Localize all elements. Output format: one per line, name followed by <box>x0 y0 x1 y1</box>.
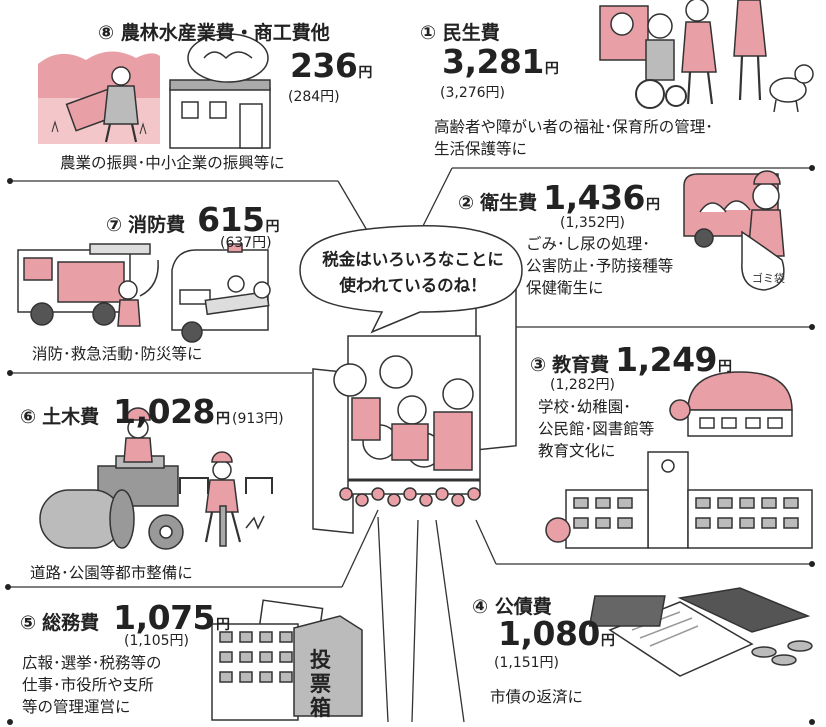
garbage-bag-label: ゴミ袋 <box>752 271 785 285</box>
item-2-amount: 1,436 <box>543 178 645 217</box>
item-1-unit: 円 <box>544 61 559 77</box>
item-7-amount: 615 <box>197 200 265 239</box>
item-4-description: 市債の返済に <box>490 688 584 706</box>
item-3-number: ③ <box>530 354 547 376</box>
money-illustration <box>588 587 813 677</box>
item-7-unit: 円 <box>265 219 280 235</box>
item-1-previous: (3,276円) <box>440 85 506 101</box>
item-1-name: 民生費 <box>442 22 500 44</box>
item-1-amount: 3,281 <box>442 42 544 81</box>
item-7-previous: (637円) <box>220 235 272 251</box>
item-7-description: 消防･救急活動･防災等に <box>32 345 203 363</box>
item-8-name: 農林水産業費・商工費他 <box>120 22 330 44</box>
school-illustration <box>545 451 813 549</box>
item-2-previous: (1,352円) <box>560 215 626 231</box>
item-3-header: ③ 教育費 1,249円 <box>530 340 732 379</box>
store-illustration <box>169 33 271 149</box>
ambulance-illustration <box>171 243 271 343</box>
item-4-amount: 1,080 <box>498 614 600 653</box>
item-5-amount: 1,075 <box>113 598 215 637</box>
item-1-description: 高齢者や障がい者の福祉･保育所の管理･ 生活保護等に <box>434 118 714 158</box>
item-6-number: ⑥ <box>20 406 37 428</box>
item-1-amount-row: 3,281円 <box>442 42 559 81</box>
item-6-header: ⑥ 土木費 1,028円 (913円) <box>20 392 284 431</box>
item-6-description: 道路･公園等都市整備に <box>30 564 193 582</box>
garbage-truck-illustration <box>683 170 785 291</box>
item-5-name: 総務費 <box>42 612 100 634</box>
item-8-title: ⑧ 農林水産業費・商工費他 <box>98 18 330 45</box>
fire-truck-illustration <box>17 243 159 327</box>
ballot-box-label: 投 票 箱 <box>310 648 331 720</box>
item-2-description: ごみ･し尿の処理･ 公害防止･予防接種等 保健衛生に <box>526 235 674 297</box>
item-6-previous: (913円) <box>232 411 284 427</box>
farmer-illustration <box>38 51 160 144</box>
item-3-unit: 円 <box>718 359 732 375</box>
item-7-header: ⑦ 消防費 615円 <box>106 200 280 239</box>
item-3-name: 教育費 <box>552 354 610 376</box>
welfare-illustration <box>599 0 814 113</box>
item-4-unit: 円 <box>600 633 615 649</box>
item-5-previous: (1,105円) <box>124 633 190 649</box>
item-8-amount: 236 <box>290 46 358 85</box>
item-8-previous: (284円) <box>288 89 340 105</box>
item-8-unit: 円 <box>358 65 373 81</box>
item-4-previous: (1,151円) <box>494 655 560 671</box>
item-3-previous: (1,282円) <box>550 377 616 393</box>
item-2-header: ② 衛生費 1,436円 <box>458 178 660 217</box>
item-3-amount: 1,249 <box>615 340 717 379</box>
road-roller-illustration <box>39 407 184 550</box>
item-8-description: 農業の振興･中小企業の振興等に <box>60 154 285 172</box>
item-8-amount-row: 236円 <box>290 46 372 85</box>
item-7-name: 消防費 <box>128 214 186 236</box>
item-4-title: ④ 公債費 <box>472 592 552 619</box>
item-6-unit: 円 <box>216 411 230 427</box>
item-5-description: 広報･選挙･税務等の 仕事･市役所や支所 等の管理運営に <box>22 654 162 716</box>
item-4-amount-row: 1,080円 <box>498 614 615 653</box>
jackhammer-worker-illustration <box>179 451 273 547</box>
city-hall-illustration <box>211 599 363 721</box>
item-4-number: ④ <box>472 596 489 618</box>
item-3-description: 学校･幼稚園･ 公民館･図書館等 教育文化に <box>538 398 655 460</box>
item-5-number: ⑤ <box>20 612 37 634</box>
item-4-name: 公債費 <box>494 596 552 618</box>
item-1-title: ① 民生費 <box>420 18 500 45</box>
gymnasium-illustration <box>669 371 793 437</box>
item-6-name: 土木費 <box>42 406 100 428</box>
item-2-name: 衛生費 <box>480 192 538 214</box>
item-6-amount: 1,028 <box>113 392 215 431</box>
item-8-number: ⑧ <box>98 22 115 44</box>
speech-bubble-text: 税金はいろいろなことに 使われているのね！ <box>322 250 504 295</box>
item-2-unit: 円 <box>646 197 660 213</box>
speech-bubble-shape <box>299 225 523 334</box>
item-7-number: ⑦ <box>106 214 123 236</box>
item-5-unit: 円 <box>216 617 230 633</box>
family-window-illustration <box>312 284 517 534</box>
item-2-number: ② <box>458 192 475 214</box>
item-1-number: ① <box>420 22 437 44</box>
item-5-header: ⑤ 総務費 1,075円 <box>20 598 230 637</box>
